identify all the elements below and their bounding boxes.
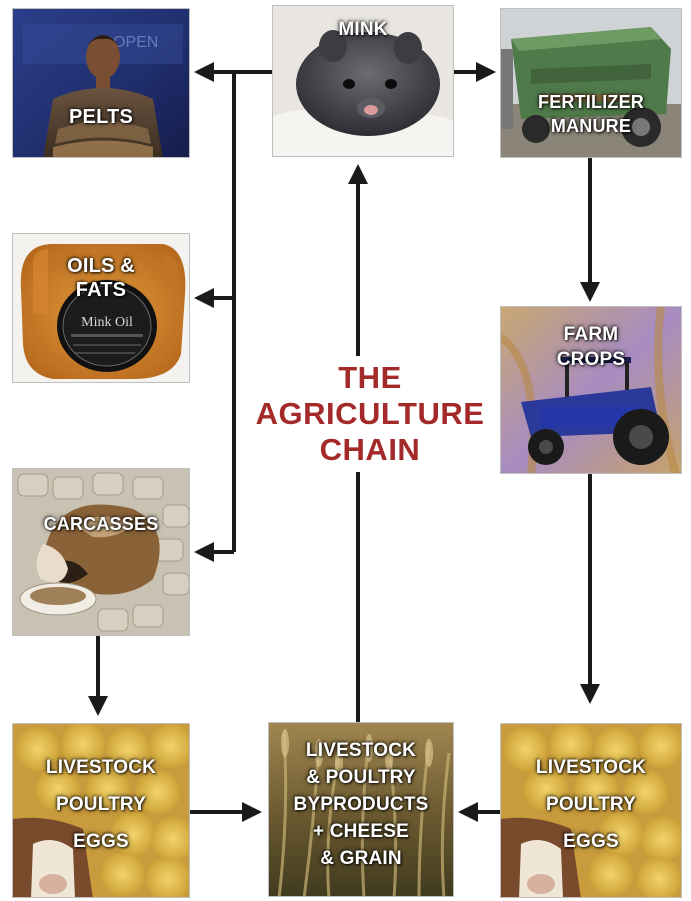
crops-label: CROPS xyxy=(556,349,626,370)
wheat-grain-photo-icon xyxy=(269,723,453,896)
title-line-2: AGRICULTURE xyxy=(255,396,485,431)
mink-oil-tin-photo-icon: Mink Oil xyxy=(13,234,189,382)
livestock-poultry-eggs-node-left: LIVESTOCK POULTRY EGGS xyxy=(12,723,190,898)
byproducts-line-2: & POULTRY xyxy=(306,767,416,788)
oils-label: OILS & xyxy=(67,255,135,277)
poultry-label-right: POULTRY xyxy=(545,794,637,815)
eggs-label-right: EGGS xyxy=(563,831,619,852)
byproducts-line-1: LIVESTOCK xyxy=(305,740,417,761)
manure-label: MANURE xyxy=(550,116,632,136)
fashion-model-photo-icon: OPEN xyxy=(13,9,189,157)
cow-chicks-photo-icon xyxy=(13,724,189,897)
fats-label: FATS xyxy=(75,279,127,301)
carcasses-node: CARCASSES xyxy=(12,468,190,636)
pelts-label: PELTS xyxy=(69,106,133,128)
svg-text:OPEN: OPEN xyxy=(113,34,158,51)
livestock-poultry-eggs-node-right: LIVESTOCK POULTRY EGGS xyxy=(500,723,682,898)
byproducts-node: LIVESTOCK & POULTRY BYPRODUCTS + CHEESE … xyxy=(268,722,454,897)
livestock-label-left: LIVESTOCK xyxy=(45,757,157,778)
oils-fats-node: Mink Oil OILS & FATS xyxy=(12,233,190,383)
cat-eating-photo-icon xyxy=(13,469,189,635)
title-line-3: CHAIN xyxy=(319,432,421,467)
manure-spreader-photo-icon xyxy=(501,9,681,157)
livestock-label-right: LIVESTOCK xyxy=(535,757,647,778)
fertilizer-label: FERTILIZER xyxy=(538,92,644,112)
tractor-photo-icon xyxy=(501,307,681,473)
mink-node: MINK xyxy=(272,5,454,157)
eggs-label-left: EGGS xyxy=(73,831,129,852)
byproducts-line-4: + CHEESE xyxy=(312,821,410,842)
mink-photo-icon xyxy=(273,6,453,156)
farm-crops-node: FARM CROPS xyxy=(500,306,682,474)
byproducts-line-3: BYPRODUCTS xyxy=(293,794,429,815)
carcasses-label: CARCASSES xyxy=(43,514,159,534)
poultry-label-left: POULTRY xyxy=(55,794,147,815)
mink-label: MINK xyxy=(338,19,388,40)
fertilizer-node: FERTILIZER MANURE xyxy=(500,8,682,158)
farm-label: FARM xyxy=(563,324,619,345)
cow-chicks-photo-icon xyxy=(501,724,681,897)
pelts-node: OPEN PELTS xyxy=(12,8,190,158)
title-line-1: THE xyxy=(338,360,402,395)
byproducts-line-5: & GRAIN xyxy=(320,848,402,869)
diagram-title: THE AGRICULTURE CHAIN xyxy=(256,356,484,472)
tin-brand-text: Mink Oil xyxy=(81,315,133,330)
